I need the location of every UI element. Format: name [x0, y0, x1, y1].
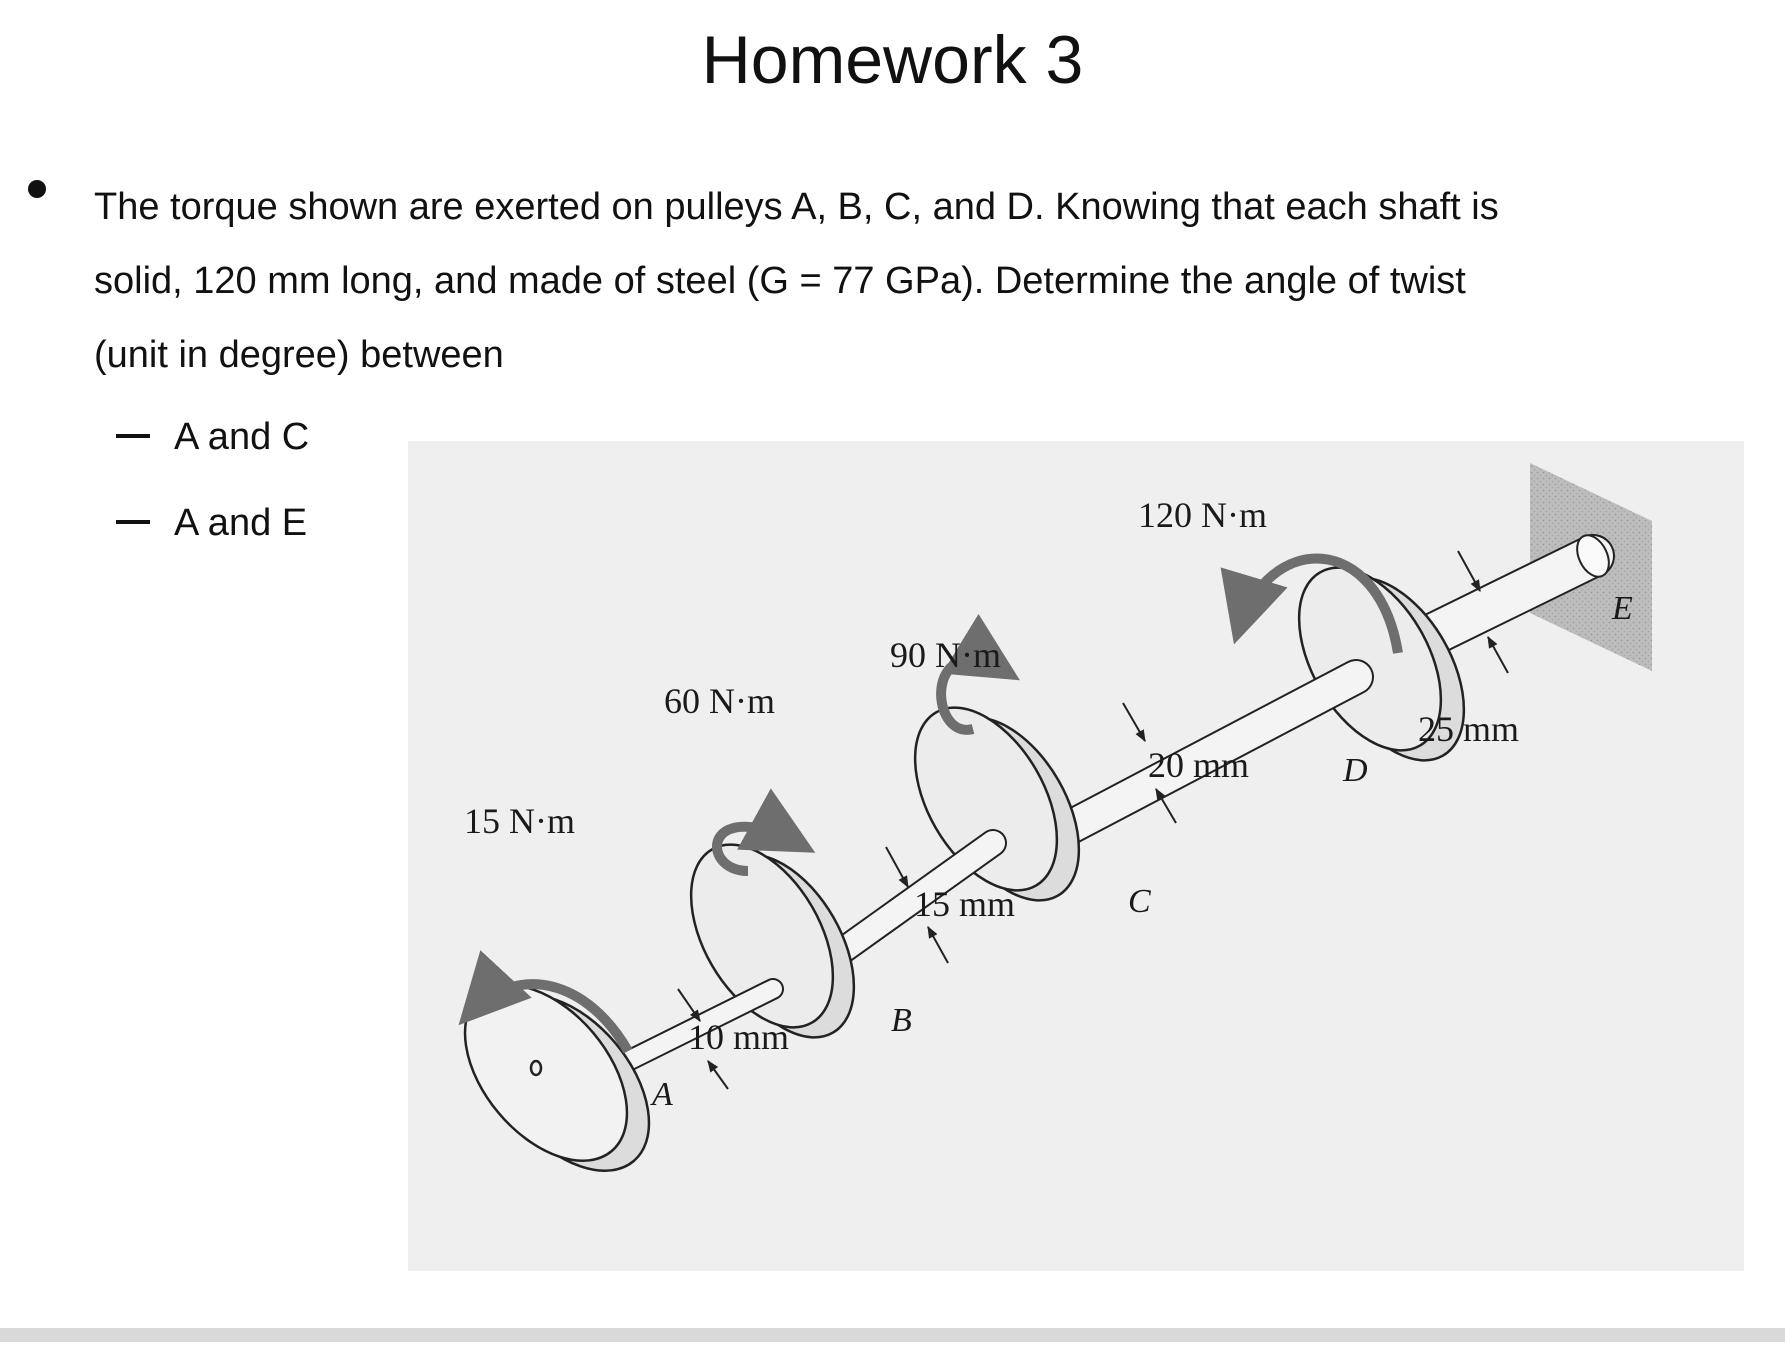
- pulley-label-a: A: [650, 1076, 673, 1113]
- bullet-icon: [28, 180, 46, 198]
- pulley-b: [689, 843, 856, 1039]
- pulley-label-c: C: [1128, 883, 1151, 920]
- torque-arrow-a: [458, 950, 633, 1054]
- page-title: Homework 3: [701, 22, 1084, 98]
- problem-line-1: The torque shown are exerted on pulleys …: [94, 186, 1499, 228]
- torque-arrow-c: [936, 613, 1020, 735]
- shaft-ab: [617, 978, 784, 1072]
- pulley-label-e: E: [1611, 590, 1633, 627]
- dash-icon: [116, 519, 150, 524]
- sub-item-label: A and E: [174, 502, 308, 544]
- problem-line-3: (unit in degree) between: [94, 334, 504, 376]
- problem-line-2: solid, 120 mm long, and made of steel (G…: [94, 260, 1466, 302]
- diameter-label-ab: 10 mm: [688, 1017, 789, 1057]
- dimension-arrows: [677, 550, 1509, 1090]
- problem-statement: The torque shown are exerted on pulleys …: [94, 170, 1654, 392]
- shaft-bc: [814, 829, 1007, 975]
- torque-label-c: 90 N·m: [890, 635, 1001, 675]
- torque-label-d: 120 N·m: [1138, 495, 1267, 535]
- torque-label-a: 15 N·m: [464, 801, 575, 841]
- pulley-label-d: D: [1342, 752, 1368, 789]
- sub-item-a-and-e: A and E: [116, 500, 307, 546]
- shaft-pulley-figure: 15 N·m 60 N·m 90 N·m 120 N·m 10 mm 15 mm…: [408, 441, 1744, 1271]
- pulley-label-b: B: [891, 1002, 912, 1039]
- torque-arrow-d: [1220, 553, 1403, 654]
- sub-item-a-and-c: A and C: [116, 414, 309, 460]
- bottom-divider: [0, 1328, 1785, 1342]
- shaft-diagram: 15 N·m 60 N·m 90 N·m 120 N·m 10 mm 15 mm…: [458, 463, 1652, 1172]
- sub-item-label: A and C: [174, 416, 310, 458]
- diameter-label-bc: 15 mm: [914, 884, 1015, 924]
- diameter-label-de: 25 mm: [1418, 709, 1519, 749]
- torque-arrow-b: [712, 788, 816, 876]
- torque-label-b: 60 N·m: [664, 681, 775, 721]
- pulley-a: [463, 984, 651, 1172]
- diameter-label-cd: 20 mm: [1148, 745, 1249, 785]
- dash-icon: [116, 433, 150, 438]
- shaft-cd: [1045, 659, 1374, 849]
